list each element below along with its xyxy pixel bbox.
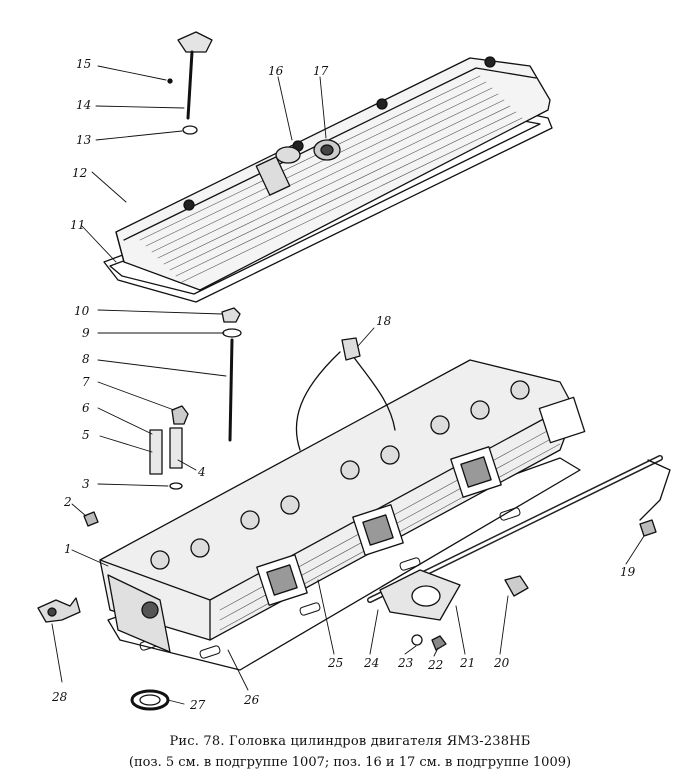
callout-3: 3: [82, 477, 90, 491]
callout-9: 9: [82, 326, 90, 340]
cylinder-head: [99, 359, 586, 671]
callout-1: 1: [64, 542, 72, 556]
callout-19: 19: [620, 565, 636, 579]
banjo-fitting: [37, 597, 81, 623]
callout-26: 26: [244, 693, 260, 707]
callout-13: 13: [76, 133, 92, 147]
callout-21: 21: [460, 656, 476, 670]
callout-4: 4: [198, 465, 206, 479]
callout-27: 27: [190, 698, 206, 712]
seal-ring: [130, 689, 170, 711]
callout-17: 17: [313, 64, 329, 78]
figure-caption-note: (поз. 5 см. в подгруппе 1007; поз. 16 и …: [128, 755, 572, 770]
callout-25: 25: [328, 656, 344, 670]
callout-7: 7: [82, 375, 90, 389]
callout-14: 14: [76, 98, 92, 112]
callout-6: 6: [82, 401, 90, 415]
connecting-tubes: [295, 337, 396, 451]
valve-cover: [103, 56, 553, 303]
callout-11: 11: [70, 218, 86, 232]
callout-16: 16: [268, 64, 284, 78]
callout-28: 28: [52, 690, 68, 704]
callout-12: 12: [72, 166, 88, 180]
leader-lines: [51, 65, 645, 705]
callout-10: 10: [74, 304, 90, 318]
cover-stud-assembly: [167, 31, 213, 135]
callout-15: 15: [76, 57, 92, 71]
callout-2: 2: [64, 495, 72, 509]
figure-caption-title: Рис. 78. Головка цилиндров двигателя ЯМЗ…: [169, 734, 531, 749]
callout-20: 20: [494, 656, 510, 670]
drain-manifold: [367, 455, 671, 651]
small-parts: [83, 307, 242, 527]
callout-23: 23: [398, 656, 414, 670]
callout-18: 18: [376, 314, 392, 328]
callout-24: 24: [364, 656, 380, 670]
callout-22: 22: [428, 658, 444, 672]
callout-5: 5: [82, 428, 90, 442]
engine-head-illustration: [37, 31, 671, 711]
callout-8: 8: [82, 352, 90, 366]
